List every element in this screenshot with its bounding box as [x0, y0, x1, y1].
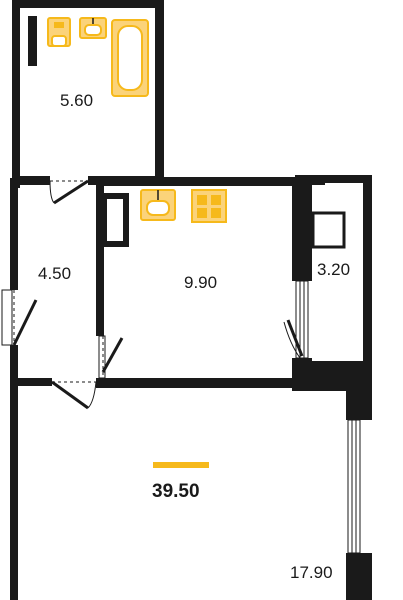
- living-door-leaf: [51, 380, 89, 410]
- bathroom-niche: [28, 16, 37, 66]
- total-area-label: 39.50: [152, 481, 200, 502]
- kitchen-niche: [101, 193, 129, 247]
- kitchen-sink-icon: [140, 189, 176, 221]
- living-room-area-label: 17.90: [290, 563, 333, 582]
- kitchen-top-wall: [100, 177, 300, 186]
- living-top-wall-left: [10, 378, 52, 386]
- living-left-wall: [10, 385, 18, 600]
- living-top-wall-right: [96, 378, 366, 388]
- windows: [1, 280, 361, 554]
- bathroom-door-swing: [49, 180, 55, 204]
- walls: [10, 0, 372, 600]
- balcony-door-swing: [283, 321, 301, 359]
- balcony-window: [295, 280, 309, 359]
- hall-window: [1, 289, 13, 346]
- balcony-right-wall: [363, 175, 372, 390]
- balcony-area-label: 3.20: [317, 260, 350, 279]
- hall-left-wall-lower: [10, 345, 18, 405]
- bathroom-door-leaf: [53, 179, 89, 205]
- total-area-marker: [153, 462, 209, 468]
- hall-left-wall-upper: [10, 178, 18, 290]
- bathroom-right-wall: [155, 0, 164, 180]
- hall-entry-leaf: [12, 299, 38, 346]
- bathroom-left-wall-lower: [12, 88, 20, 188]
- living-door-swing: [87, 381, 97, 409]
- bathroom-area-label: 5.60: [60, 91, 93, 110]
- kitchen-door-frame: [98, 335, 106, 379]
- living-right-wall-lower: [346, 553, 372, 600]
- stove-icon: [191, 189, 227, 223]
- doors: [12, 179, 304, 410]
- balcony-top-wall: [312, 175, 370, 183]
- toilet-icon: [47, 17, 71, 47]
- bathroom-bottom-wall-left: [12, 176, 50, 185]
- balcony-door-leaf: [286, 319, 304, 357]
- living-window: [347, 419, 361, 554]
- hall-area-label: 4.50: [38, 264, 71, 283]
- bathtub-icon: [111, 19, 149, 97]
- bathroom-left-wall-upper: [12, 0, 20, 100]
- kitchen-door-jamb: [96, 328, 104, 336]
- living-right-wall-upper: [346, 385, 372, 420]
- bathroom-sink-icon: [79, 17, 107, 39]
- hall-kitchen-wall: [96, 178, 104, 328]
- kitchen-balcony-wall-upper: [292, 177, 312, 281]
- kitchen-area-label: 9.90: [184, 273, 217, 292]
- bathroom-top-wall: [12, 0, 164, 8]
- kitchen-door-leaf: [101, 337, 124, 373]
- balcony-cabinet: [311, 211, 346, 249]
